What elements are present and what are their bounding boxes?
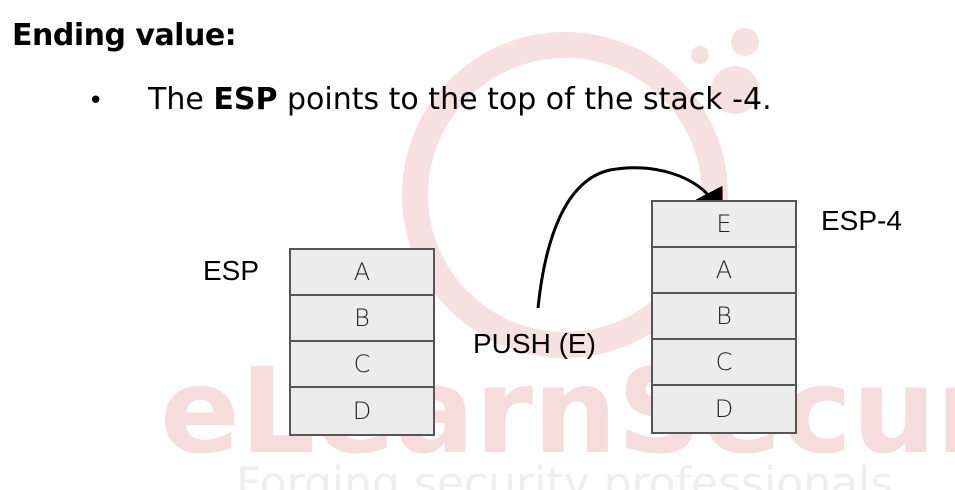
right-stack-cell: D [714, 395, 734, 423]
right-stack: E A B C D [651, 200, 797, 434]
bullet-bold: ESP [213, 82, 278, 117]
left-stack-cell: B [291, 296, 433, 342]
right-stack-label: ESP-4 [821, 205, 902, 236]
bullet-dot: • [88, 86, 104, 116]
right-stack-cell: C [653, 340, 795, 386]
right-stack-cell: B [653, 294, 795, 340]
operation-label: PUSH (E) [473, 328, 596, 359]
left-stack-label: ESP [203, 255, 260, 286]
bullet-suffix: points to the top of the stack -4. [277, 82, 772, 117]
left-stack-cell: D [352, 397, 372, 425]
left-stack: A B C D [289, 248, 435, 436]
bullet-prefix: The [148, 82, 214, 117]
right-stack-cell: E [653, 202, 795, 248]
left-stack-cell: C [291, 342, 433, 388]
left-stack-cell: A [291, 250, 433, 296]
right-stack-cell: A [653, 248, 795, 294]
bullet-text: The ESP points to the top of the stack -… [148, 82, 772, 117]
slide-heading: Ending value: [12, 18, 237, 53]
curved-arrow-icon [536, 166, 723, 309]
